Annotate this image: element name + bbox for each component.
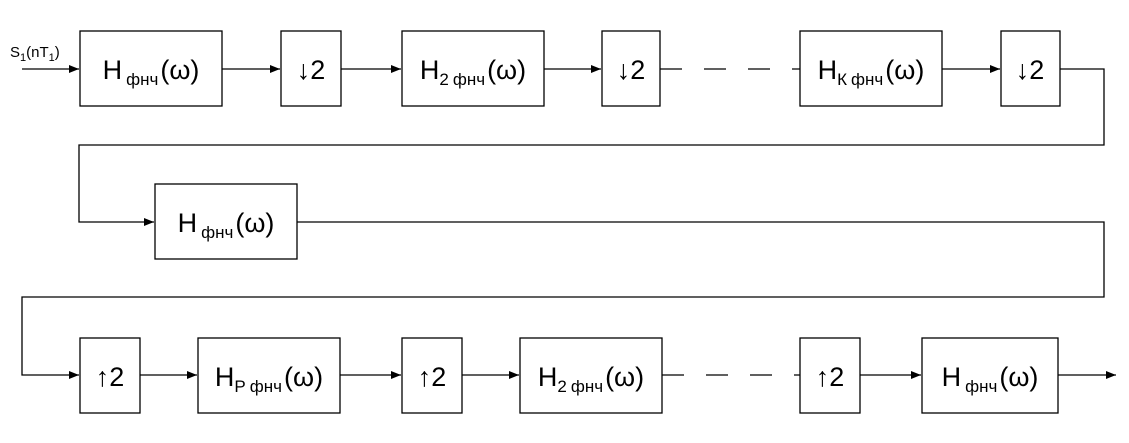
connectors — [21, 65, 1116, 379]
svg-text:↑2: ↑2 — [816, 362, 845, 392]
upsample-block: ↑2 — [79, 337, 141, 414]
feedback-line-2 — [21, 221, 1105, 379]
downsample-block: ↓2 — [1000, 30, 1061, 107]
svg-text:↓2: ↓2 — [1016, 55, 1045, 85]
svg-text:↑2: ↑2 — [96, 362, 125, 392]
feedback-line-1 — [78, 68, 1105, 226]
upsample-block: ↑2 — [799, 337, 861, 414]
downsample-block: ↓2 — [280, 30, 342, 107]
input-signal-label: S1(nT1) — [10, 44, 60, 64]
svg-text:↓2: ↓2 — [617, 55, 646, 85]
downsample-block: ↓2 — [601, 30, 661, 107]
svg-text:↓2: ↓2 — [297, 55, 326, 85]
upsample-block: ↑2 — [401, 337, 463, 414]
svg-text:↑2: ↑2 — [418, 362, 447, 392]
